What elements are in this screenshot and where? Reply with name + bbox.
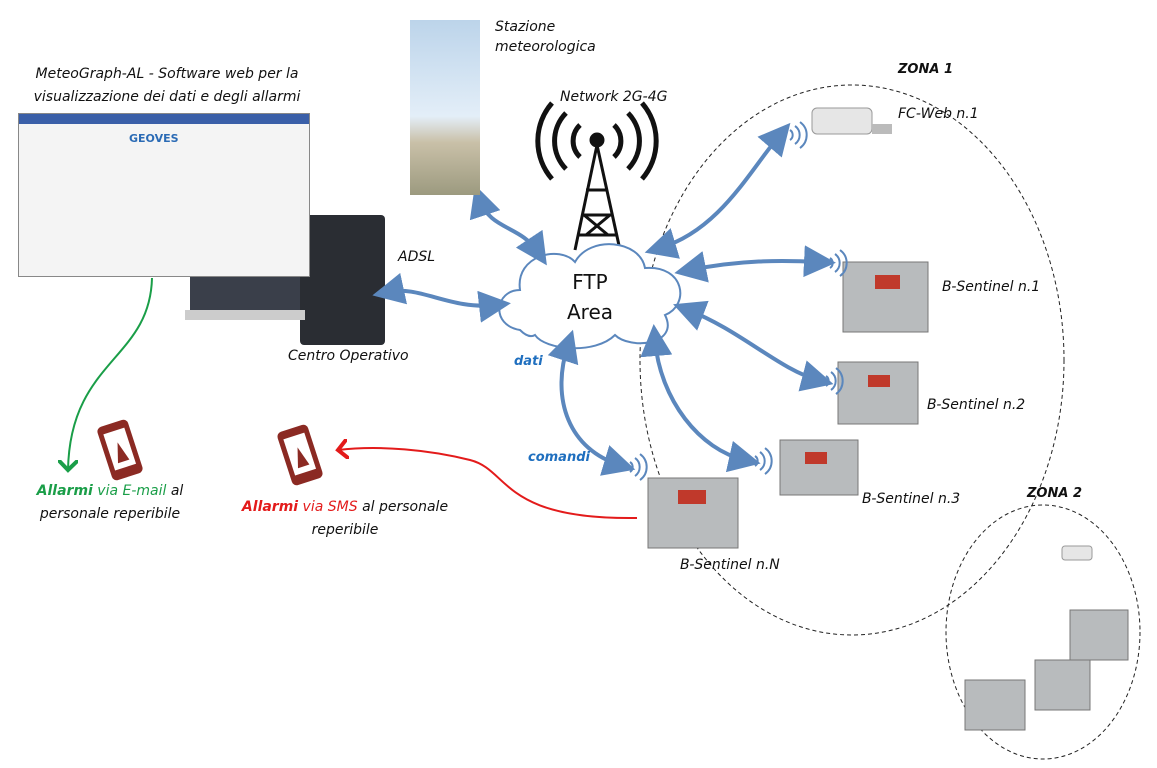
sms-alarm-line2: reperibile bbox=[311, 522, 379, 538]
device-label: B-Sentinel n.2 bbox=[927, 397, 1026, 413]
station-label-line2: meteorologica bbox=[495, 39, 596, 55]
commands-label: comandi bbox=[528, 450, 590, 465]
station-label-line1: Stazione bbox=[495, 19, 556, 35]
phone-alarm-icon bbox=[97, 419, 143, 481]
network-label: Network 2G-4G bbox=[560, 89, 668, 105]
sentinel-panels bbox=[678, 275, 900, 504]
sms-alarm-line1: Allarmi via SMS al personale bbox=[241, 499, 449, 515]
email-alarm-line2: personale reperibile bbox=[39, 506, 181, 522]
device-label: B-Sentinel n.3 bbox=[862, 491, 961, 507]
software-label-line2: visualizzazione dei dati e degli allarmi bbox=[33, 89, 301, 105]
adsl-label: ADSL bbox=[398, 249, 436, 265]
software-screenshot: GEOVES bbox=[18, 113, 310, 277]
device-label: FC-Web n.1 bbox=[898, 106, 979, 122]
phone-alarm-icon bbox=[277, 424, 323, 486]
sms-arrow bbox=[338, 448, 638, 520]
zone2-boundary bbox=[945, 504, 1141, 760]
camera-icon bbox=[811, 107, 892, 135]
antenna-tower-icon bbox=[535, 101, 659, 251]
data-arrows bbox=[372, 122, 836, 476]
device-label: B-Sentinel n.N bbox=[680, 557, 780, 573]
geoves-logo: GEOVES bbox=[129, 132, 179, 145]
sentinel-boxes bbox=[647, 261, 1129, 731]
ftp-label: FTP bbox=[572, 270, 608, 294]
zone1-boundary bbox=[639, 84, 1065, 636]
zone2-label: ZONA 2 bbox=[1027, 486, 1082, 501]
data-label: dati bbox=[514, 354, 543, 369]
operations-center-label: Centro Operativo bbox=[288, 348, 409, 364]
camera-icon bbox=[1061, 545, 1093, 561]
email-alarm-line1: Allarmi via E-mail al bbox=[36, 483, 184, 499]
wifi-icons bbox=[629, 121, 848, 481]
area-label: Area bbox=[566, 300, 614, 324]
software-label-line1: MeteoGraph-AL - Software web per la bbox=[35, 66, 299, 82]
email-arrow bbox=[68, 277, 153, 470]
zone1-label: ZONA 1 bbox=[898, 62, 953, 77]
device-label: B-Sentinel n.1 bbox=[942, 279, 1041, 295]
weather-station-photo bbox=[410, 20, 480, 195]
ftp-cloud bbox=[498, 243, 682, 350]
